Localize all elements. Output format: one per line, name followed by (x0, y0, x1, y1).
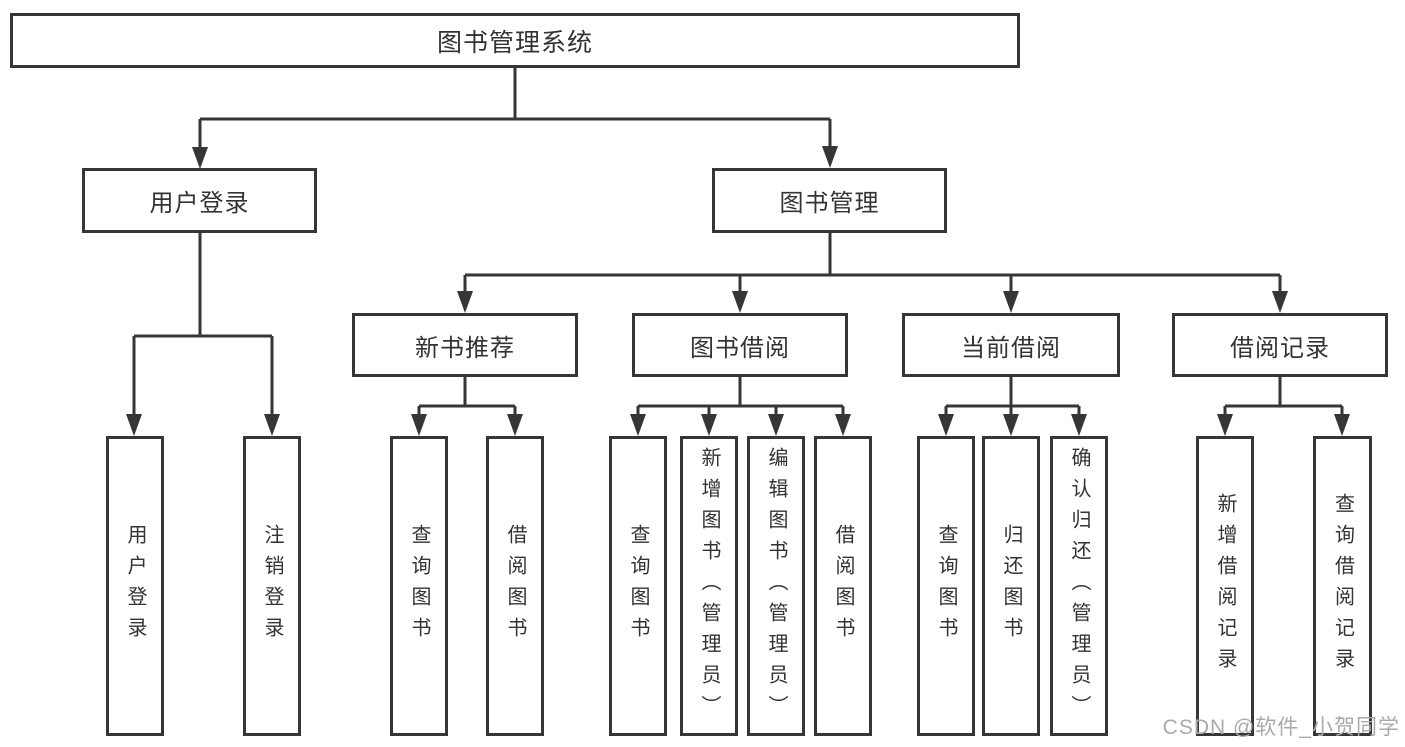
leaf-label: 查询图书 (627, 524, 649, 648)
arrowhead-down-icon (768, 414, 784, 436)
node-user-login: 用户登录 (82, 168, 317, 233)
arrowhead-down-icon (1334, 414, 1350, 436)
leaf-label: 归还图书 (1000, 524, 1022, 648)
connector-book-management (457, 233, 1288, 313)
leaf-label: 编辑图书（管理员） (765, 446, 787, 726)
leaf-label: 新增借阅记录 (1214, 493, 1236, 679)
arrowhead-down-icon (1272, 291, 1288, 313)
node-borrow-books-recommend: 借阅图书 (486, 436, 544, 736)
arrowhead-down-icon (1217, 414, 1233, 436)
arrowhead-down-icon (457, 291, 473, 313)
node-book-borrowing: 图书借阅 (632, 313, 848, 377)
arrowhead-down-icon (507, 414, 523, 436)
arrowhead-down-icon (126, 414, 142, 436)
leaf-label: 借阅图书 (504, 524, 526, 648)
arrowhead-down-icon (835, 414, 851, 436)
node-add-books-admin: 新增图书（管理员） (680, 436, 738, 736)
leaf-label: 确认归还（管理员） (1068, 446, 1090, 726)
csdn-watermark: CSDN @软件_小贺同学 (1162, 716, 1400, 739)
node-library-management-system: 图书管理系统 (10, 13, 1020, 68)
arrowhead-down-icon (630, 414, 646, 436)
arrowhead-down-icon (938, 414, 954, 436)
node-query-books-borrowing: 查询图书 (609, 436, 667, 736)
connector-new-book-recommend (411, 377, 523, 436)
leaf-label: 借阅图书 (832, 524, 854, 648)
connector-borrowing-records (1217, 377, 1350, 436)
arrowhead-down-icon (1003, 291, 1019, 313)
node-query-books-recommend: 查询图书 (390, 436, 448, 736)
leaf-label: 查询图书 (935, 524, 957, 648)
connector-user-login (126, 233, 280, 436)
node-new-book-recommend: 新书推荐 (352, 313, 578, 377)
node-return-books: 归还图书 (982, 436, 1040, 736)
arrowhead-down-icon (264, 414, 280, 436)
node-edit-books-admin: 编辑图书（管理员） (747, 436, 805, 736)
leaf-label: 注销登录 (261, 524, 283, 648)
node-query-borrow-record: 查询借阅记录 (1313, 436, 1372, 736)
node-logout-login: 注销登录 (243, 436, 301, 736)
node-user-login-action: 用户登录 (106, 436, 164, 736)
arrowhead-down-icon (701, 414, 717, 436)
leaf-label: 新增图书（管理员） (698, 446, 720, 726)
arrowhead-down-icon (192, 147, 208, 169)
connector-book-borrowing (630, 377, 851, 436)
node-borrowing-records: 借阅记录 (1172, 313, 1388, 377)
node-current-borrowing: 当前借阅 (902, 313, 1120, 377)
arrowhead-down-icon (732, 291, 748, 313)
leaf-label: 查询图书 (408, 524, 430, 648)
connector-root (192, 68, 838, 169)
connector-current-borrowing (938, 377, 1087, 436)
leaf-label: 查询借阅记录 (1331, 493, 1354, 679)
arrowhead-down-icon (1003, 414, 1019, 436)
arrowhead-down-icon (1071, 414, 1087, 436)
node-book-management: 图书管理 (712, 168, 947, 233)
node-query-books-current: 查询图书 (917, 436, 975, 736)
node-confirm-return-admin: 确认归还（管理员） (1050, 436, 1108, 736)
leaf-label: 用户登录 (124, 524, 146, 648)
arrowhead-down-icon (822, 146, 838, 168)
arrowhead-down-icon (411, 414, 427, 436)
node-add-borrow-record: 新增借阅记录 (1196, 436, 1254, 736)
node-borrow-books-borrowing: 借阅图书 (814, 436, 872, 736)
